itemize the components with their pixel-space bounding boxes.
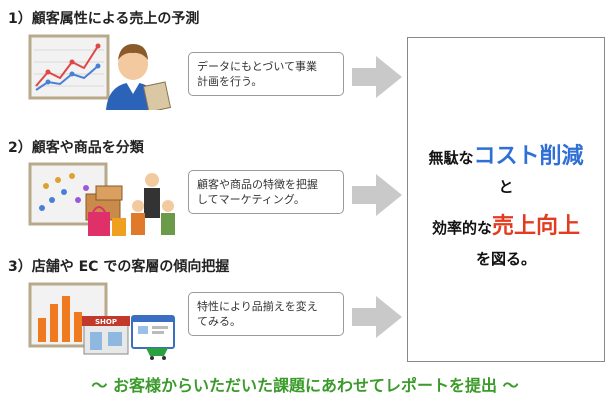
section-3-heading: 3）店舗や EC での客層の傾向把握: [8, 259, 230, 275]
summary-connector: と: [498, 178, 514, 196]
section-1-note-line-2: 計画を行う。: [197, 75, 263, 88]
sales-chart-analyst-illustration: [28, 34, 172, 110]
summary-box: 無駄なコスト削減 と 効率的な売上向上 を図る。: [407, 37, 605, 362]
section-2-note: 顧客や商品の特徴を把握 してマーケティング。: [188, 170, 344, 214]
section-1-note-line-1: データにもとづいて事業: [197, 60, 318, 73]
summary-line-3: を図る。: [475, 250, 536, 268]
arrow-right-icon: [352, 296, 402, 338]
cost-reduction-highlight: コスト削減: [473, 144, 584, 169]
section-3-note-line-1: 特性により品揃えを変え: [197, 300, 318, 313]
arrow-right-icon: [352, 56, 402, 98]
sales-increase-highlight: 売上向上: [492, 214, 581, 239]
section-1-heading: 1）顧客属性による売上の予測: [8, 11, 200, 27]
summary-line-2-prefix: 効率的な: [431, 219, 492, 237]
section-2-note-line-1: 顧客や商品の特徴を把握: [197, 178, 318, 191]
section-2-note-line-2: してマーケティング。: [197, 193, 305, 206]
summary-line-2: 効率的な売上向上: [408, 208, 604, 240]
section-2-heading: 2）顧客や商品を分類: [8, 140, 144, 156]
customer-product-illustration: [28, 162, 175, 236]
footer-banner: ～ お客様からいただいた課題にあわせてレポートを提出 ～: [91, 376, 519, 395]
section-1-note: データにもとづいて事業 計画を行う。: [188, 52, 344, 96]
summary-line-1: 無駄なコスト削減: [408, 138, 604, 170]
shop-sign: SHOP: [95, 318, 117, 326]
summary-line-1-prefix: 無駄な: [428, 149, 474, 167]
store-ec-illustration: SHOP: [28, 282, 175, 360]
section-3-note-line-2: てみる。: [197, 315, 241, 328]
arrow-right-icon: [352, 174, 402, 216]
section-3-note: 特性により品揃えを変え てみる。: [188, 292, 344, 336]
